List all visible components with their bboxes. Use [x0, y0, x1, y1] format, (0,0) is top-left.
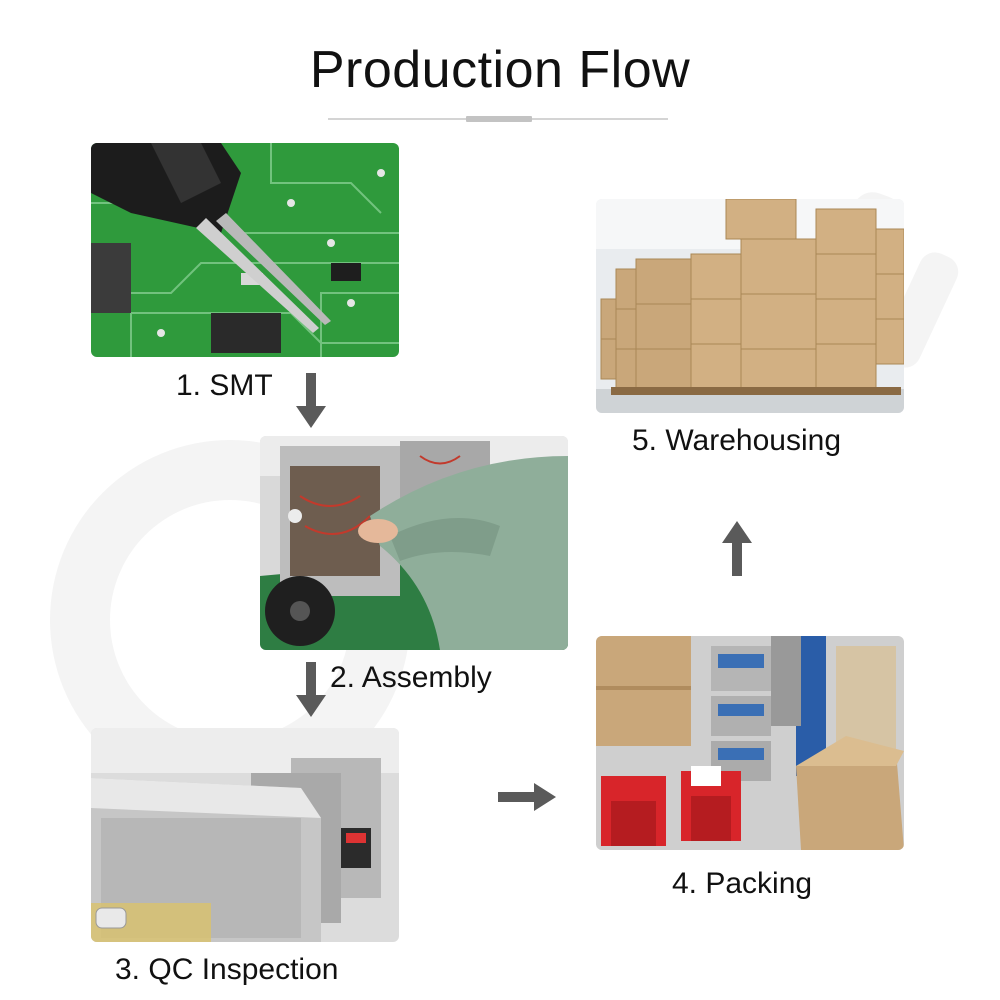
step-label-smt: 1. SMT	[176, 369, 273, 402]
smt-photo	[91, 143, 399, 357]
page-title: Production Flow	[309, 41, 691, 99]
warehousing-photo	[596, 199, 904, 413]
title-divider-accent	[466, 116, 532, 122]
step-label-assembly: 2. Assembly	[330, 661, 492, 694]
packing-photo	[596, 636, 904, 850]
step-label-warehousing: 5. Warehousing	[632, 424, 842, 457]
assembly-photo	[260, 436, 568, 650]
arrow-right-icon	[498, 783, 556, 811]
arrow-down-icon	[296, 373, 326, 428]
step-label-packing: 4. Packing	[672, 867, 813, 900]
arrow-down-icon	[296, 662, 326, 717]
arrow-up-icon	[722, 521, 752, 576]
qc-inspection-photo	[91, 728, 399, 942]
step-label-qc-inspection: 3. QC Inspection	[115, 953, 339, 986]
